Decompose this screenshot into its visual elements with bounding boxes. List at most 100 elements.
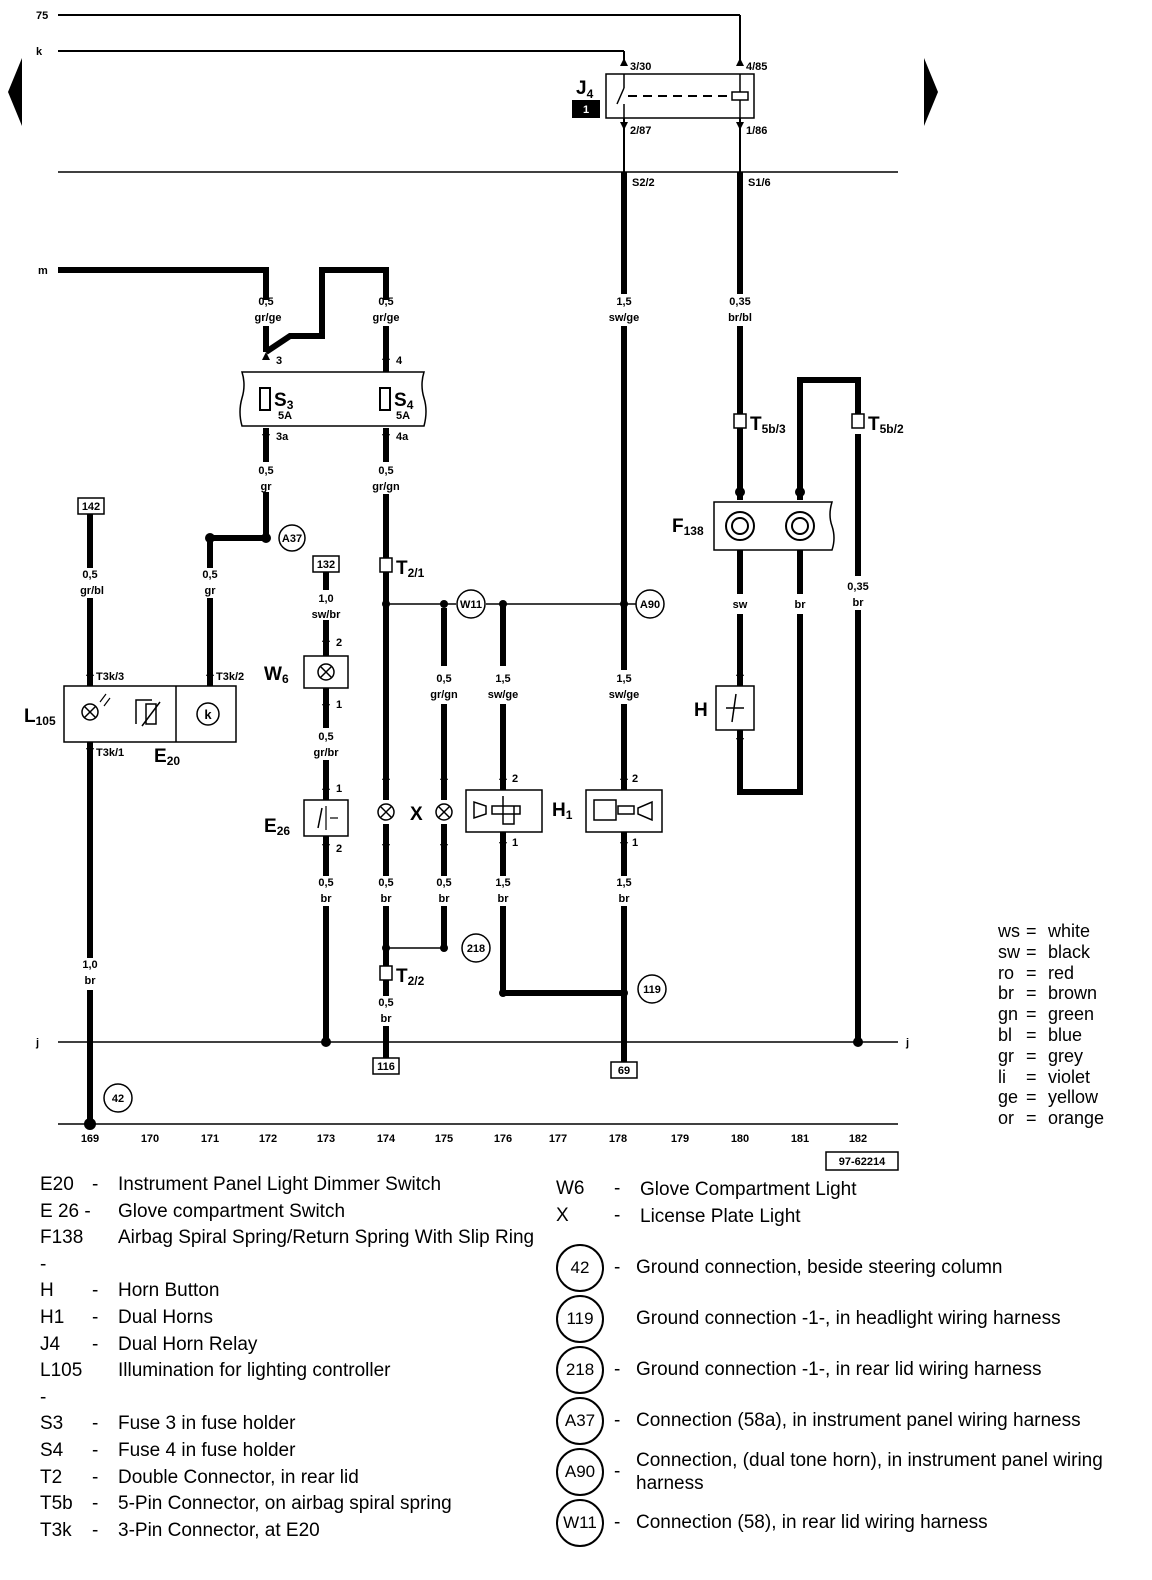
- e20-label: E20: [154, 746, 180, 768]
- w7-size: 0,5: [82, 569, 97, 581]
- color-abbrev: or: [998, 1108, 1015, 1129]
- fuse-s3-label: S3: [274, 390, 294, 412]
- w17-color: br: [498, 893, 510, 905]
- ref-132: 132: [317, 559, 335, 571]
- legend-desc: Glove compartment Switch: [118, 1200, 346, 1222]
- spiral-spring-f138: F138: [672, 501, 835, 551]
- color-abbrev: gn: [998, 1004, 1019, 1025]
- next-page-arrow-icon[interactable]: [924, 58, 938, 126]
- legend-dash: -: [92, 1174, 99, 1195]
- color-abbrev: sw: [998, 941, 1020, 962]
- legend-desc: Dual Horn Relay: [118, 1333, 258, 1355]
- equals-sign: =: [1026, 921, 1037, 941]
- legend-dash: -: [92, 1466, 99, 1488]
- legend-row: T3k-3-Pin Connector, at E20: [40, 1518, 560, 1545]
- color-code-row: or=orange: [998, 1108, 1104, 1129]
- color-name: green: [1048, 1004, 1095, 1025]
- legend-row: X-License Plate Light: [556, 1205, 1116, 1232]
- legend-desc: Ground connection -1-, in rear lid wirin…: [636, 1359, 1042, 1380]
- ground-code-circle: 218: [556, 1345, 604, 1394]
- track-number: 172: [259, 1133, 277, 1145]
- circle-42: 42: [112, 1093, 124, 1105]
- legend-dash: -: [92, 1306, 99, 1328]
- w7-color: gr/bl: [80, 585, 104, 597]
- legend-row: E 26 -Glove compartment Switch: [40, 1199, 560, 1226]
- ground-legend-row: 218-Ground connection -1-, in rear lid w…: [556, 1344, 1116, 1395]
- color-name: red: [1048, 962, 1075, 983]
- w15-size: 0,5: [378, 877, 393, 889]
- equals-sign: =: [1026, 1004, 1037, 1025]
- legend-desc: Dual Horns: [118, 1306, 214, 1328]
- legend-desc: 3-Pin Connector, at E20: [118, 1519, 320, 1541]
- w13-color: gr/br: [313, 747, 339, 759]
- t3k1-label: T3k/1: [96, 747, 124, 759]
- legend-row: W6-Glove Compartment Light: [556, 1178, 1116, 1205]
- fuse-s4-label: S4: [394, 390, 414, 412]
- legend-row: S4-Fuse 4 in fuse holder: [40, 1438, 560, 1465]
- legend-code: F138 -: [40, 1227, 84, 1275]
- legend-desc: Airbag Spiral Spring/Return Spring With …: [118, 1227, 535, 1249]
- legend-dash: -: [614, 1511, 621, 1533]
- legend-code: L105 -: [40, 1360, 83, 1408]
- legend-row: J4 -Dual Horn Relay: [40, 1332, 560, 1359]
- relay-j4-box: 1: [583, 104, 589, 116]
- legend-dash: -: [92, 1333, 99, 1355]
- w11-size: 1,5: [495, 673, 510, 685]
- legend-code: J4: [40, 1333, 61, 1355]
- circle-119: 119: [643, 984, 661, 996]
- w14-size: 0,5: [318, 877, 333, 889]
- legend-desc: License Plate Light: [640, 1206, 801, 1227]
- track-number: 179: [671, 1133, 689, 1145]
- w2-color: gr/ge: [373, 312, 400, 324]
- legend-row: S3 -Fuse 3 in fuse holder: [40, 1411, 560, 1438]
- w4-color: br/bl: [728, 312, 752, 324]
- w22-color: sw: [733, 599, 748, 611]
- connection-circles: A37 W11 A90 218 119 42: [103, 524, 667, 1113]
- equals-sign: =: [1026, 962, 1037, 983]
- glove-compartment-light-w6: W6 2 1: [264, 637, 349, 711]
- horn-button-h: H: [694, 685, 755, 731]
- previous-page-arrow-icon[interactable]: [8, 58, 22, 126]
- legend-desc: Connection, (dual tone horn), in instrum…: [636, 1449, 1103, 1494]
- color-code-row: gn = green: [998, 1004, 1104, 1025]
- thin-wires: [58, 603, 898, 1125]
- license-plate-lights-x: X: [377, 803, 453, 825]
- ground-legend-row: A37-Connection (58a), in instrument pane…: [556, 1395, 1116, 1446]
- svg-text:k: k: [204, 707, 212, 722]
- w16-size: 0,5: [436, 877, 451, 889]
- w16-color: br: [439, 893, 451, 905]
- color-abbrev: br: [998, 983, 1015, 1004]
- legend-code: S3: [40, 1413, 64, 1435]
- legend-desc: Connection (58), in rear lid wiring harn…: [636, 1512, 988, 1533]
- legend-dash: [92, 1358, 118, 1411]
- legend-desc: Fuse 3 in fuse holder: [118, 1413, 296, 1435]
- legend-dash: [92, 1199, 118, 1226]
- color-name: violet: [1048, 1066, 1091, 1087]
- legend-dash: -: [614, 1409, 621, 1431]
- e26-label: E26: [264, 816, 290, 838]
- relay-j4: J4 1 3/30 4/85 2/87 1/86: [572, 61, 767, 172]
- w6-color: gr/gn: [372, 481, 400, 493]
- w11-color: sw/ge: [488, 689, 519, 701]
- w18-size: 1,5: [616, 877, 631, 889]
- w18-color: br: [619, 893, 631, 905]
- line-j-left-label: j: [35, 1037, 39, 1049]
- color-abbrev: ge: [998, 1087, 1019, 1108]
- legend-code: X: [556, 1205, 569, 1226]
- relay-j4-label: J4: [576, 78, 594, 101]
- connector-t22-label: T2/2: [396, 966, 425, 988]
- legend-code: T2: [40, 1466, 63, 1488]
- legend-dash: -: [614, 1460, 621, 1482]
- legend-desc: Instrument Panel Light Dimmer Switch: [118, 1174, 442, 1195]
- legend-row: E20-Instrument Panel Light Dimmer Switch: [40, 1172, 560, 1199]
- wire-labels: 0,5 gr/ge 0,5 gr/ge 1,5 sw/ge 0,35 br/bl…: [80, 296, 869, 1025]
- track-number: 178: [609, 1133, 627, 1145]
- legend-dash: -: [92, 1280, 99, 1302]
- legend-dash: -: [92, 1413, 99, 1435]
- ground-code-circle: A90: [556, 1447, 604, 1496]
- w17-size: 1,5: [495, 877, 510, 889]
- ground-code-circle: A37: [556, 1396, 604, 1445]
- legend-dash: -: [614, 1358, 621, 1380]
